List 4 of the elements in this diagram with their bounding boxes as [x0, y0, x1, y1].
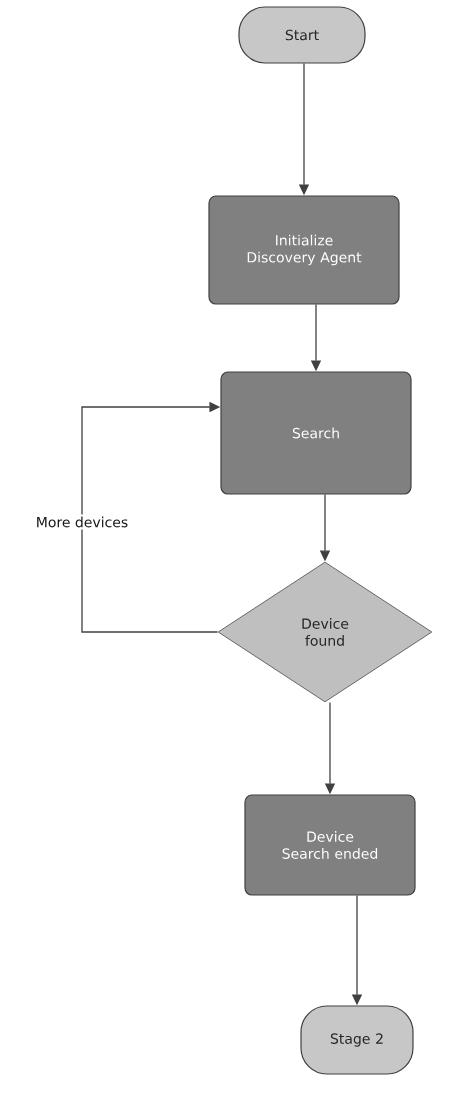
edge-label: More devices — [33, 514, 131, 530]
process-box: Initialize Discovery Agent — [208, 195, 400, 305]
process-box: Device Search ended — [244, 794, 416, 896]
process-box: Search — [220, 371, 412, 495]
